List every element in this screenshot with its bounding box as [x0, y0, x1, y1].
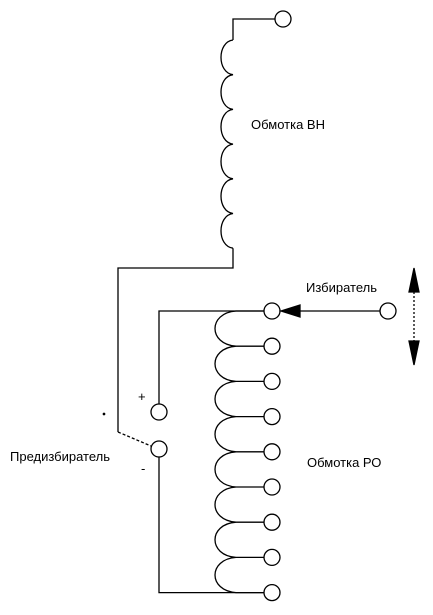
hv-top-terminal	[274, 10, 292, 28]
ro-winding-coil	[214, 310, 264, 594]
ro-tap-terminal	[263, 513, 281, 531]
ro-bottom-lead	[158, 457, 236, 594]
selector-down-arrow	[408, 340, 420, 366]
pre-selector-minus-terminal	[150, 440, 168, 458]
ro-tap-terminal	[263, 583, 281, 602]
ro-tap-terminal	[263, 548, 281, 567]
hv-top-lead	[232, 18, 275, 40]
stray-dot	[102, 412, 106, 416]
ro-tap-terminal	[263, 443, 281, 461]
pre-selector-blade	[117, 431, 152, 447]
selector-label: Избиратель	[306, 280, 378, 295]
hv-winding-coil	[220, 39, 234, 249]
ro-winding-label: Обмотка РО	[307, 455, 382, 470]
hv-bottom-lead	[117, 248, 234, 432]
minus-sign: -	[141, 461, 146, 476]
selector-up-arrow	[408, 267, 420, 293]
ro-top-lead	[158, 310, 236, 404]
ro-tap-terminal	[263, 407, 281, 426]
selector-arrowhead	[278, 304, 301, 318]
selector-terminal	[379, 302, 397, 320]
ro-tap-terminal	[263, 478, 281, 496]
pre-selector-plus-terminal	[150, 403, 168, 421]
pre-selector-label: Предизбиратель	[10, 449, 111, 464]
ro-tap-terminal	[263, 372, 281, 391]
ro-tap-terminal	[263, 302, 281, 320]
plus-sign: +	[138, 389, 146, 404]
hv-winding-label: Обмотка ВН	[251, 117, 325, 132]
ro-tap-terminal	[263, 337, 281, 355]
